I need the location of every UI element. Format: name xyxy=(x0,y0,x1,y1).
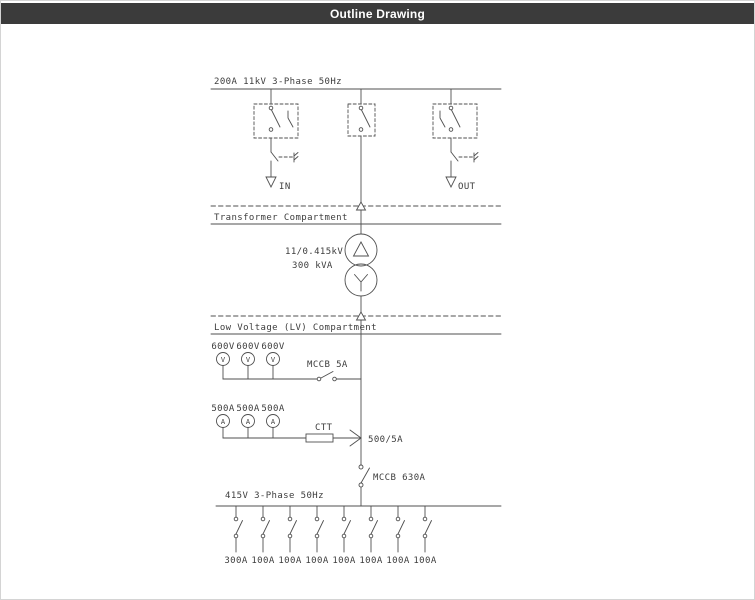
feeder-7: 100A xyxy=(386,505,409,566)
feeder-2: 100A xyxy=(251,505,274,566)
window-title-bar: Outline Drawing xyxy=(1,3,754,24)
mccb-630a-symbol: MCCB 630A xyxy=(358,464,426,507)
earth-symbol xyxy=(473,152,479,163)
feeder-rating-label: 100A xyxy=(386,556,409,566)
cable-out-arrow-icon xyxy=(445,176,457,189)
ctt-link-symbol: CTT xyxy=(305,423,334,443)
feeder-rating-label: 300A xyxy=(224,556,247,566)
feeder-6: 100A xyxy=(359,505,382,566)
ammeter-rating-label: 500A xyxy=(236,404,259,414)
incomer-out-switch-symbol: OUT xyxy=(432,88,479,192)
voltmeter-rating-label: 600V xyxy=(211,342,234,352)
transformer-power-label: 300 kVA xyxy=(292,261,333,271)
wye-winding-icon xyxy=(354,274,368,292)
ammeter-letter: A xyxy=(246,418,251,426)
voltmeter-bank: 600V 600V 600V V V V xyxy=(211,342,362,380)
ctt-label: CTT xyxy=(315,423,333,433)
lv-outgoing-section: 415V 3-Phase 50Hz xyxy=(215,491,502,507)
mccb-630a-label: MCCB 630A xyxy=(373,473,426,483)
feeder-rating-label: 100A xyxy=(251,556,274,566)
ct-ratio-label: 500/5A xyxy=(368,435,403,445)
connection-arrow-icon xyxy=(355,201,367,211)
feeder-1: 300A xyxy=(224,505,247,566)
voltmeter-rating-label: 600V xyxy=(261,342,284,352)
voltmeter-rating-label: 600V xyxy=(236,342,259,352)
in-label: IN xyxy=(279,182,291,192)
delta-winding-icon xyxy=(352,241,370,257)
feeder-3: 100A xyxy=(278,505,301,566)
lv-rating-label: 415V 3-Phase 50Hz xyxy=(225,491,324,501)
ammeter-letter: A xyxy=(271,418,276,426)
feeder-rating-label: 100A xyxy=(305,556,328,566)
transformer-compartment-section: Transformer Compartment xyxy=(210,201,502,225)
transformer-ratio-label: 11/0.415kV xyxy=(285,247,343,257)
feeder-rating-label: 100A xyxy=(332,556,355,566)
current-transformer-symbol: 500/5A xyxy=(349,429,403,447)
ammeter-letter: A xyxy=(221,418,226,426)
transformer-symbol: 11/0.415kV 300 kVA xyxy=(285,233,378,313)
voltmeter-letter: V xyxy=(221,356,226,364)
feeder-4: 100A xyxy=(305,505,328,566)
incomer-in-switch-symbol: IN xyxy=(253,88,299,192)
feeder-rating-label: 100A xyxy=(359,556,382,566)
feeder-rating-label: 100A xyxy=(413,556,436,566)
ammeter-rating-label: 500A xyxy=(261,404,284,414)
lv-compartment-section: Low Voltage (LV) Compartment xyxy=(210,311,502,466)
voltmeter-letter: V xyxy=(246,356,251,364)
ammeter-bank: 500A 500A 500A A A A xyxy=(211,404,362,439)
feeder-rating-label: 100A xyxy=(278,556,301,566)
page-title: Outline Drawing xyxy=(329,6,425,21)
ct-chevron-icon xyxy=(349,429,362,447)
lv-compartment-label: Low Voltage (LV) Compartment xyxy=(214,323,377,333)
out-label: OUT xyxy=(458,182,476,192)
hv-rating-label: 200A 11kV 3-Phase 50Hz xyxy=(214,77,342,87)
ammeter-rating-label: 500A xyxy=(211,404,234,414)
mccb-5a-symbol: MCCB 5A xyxy=(307,360,348,382)
feeder-8: 100A xyxy=(413,505,436,566)
feeder-5: 100A xyxy=(332,505,355,566)
earth-symbol xyxy=(293,152,299,163)
test-link-icon xyxy=(305,433,334,443)
incomer-main-switch-symbol xyxy=(347,88,376,235)
mccb-5a-label: MCCB 5A xyxy=(307,360,348,370)
cable-in-arrow-icon xyxy=(265,176,277,189)
transformer-compartment-label: Transformer Compartment xyxy=(214,213,348,223)
voltmeter-letter: V xyxy=(271,356,276,364)
hv-incoming-section: 200A 11kV 3-Phase 50Hz xyxy=(210,77,502,90)
